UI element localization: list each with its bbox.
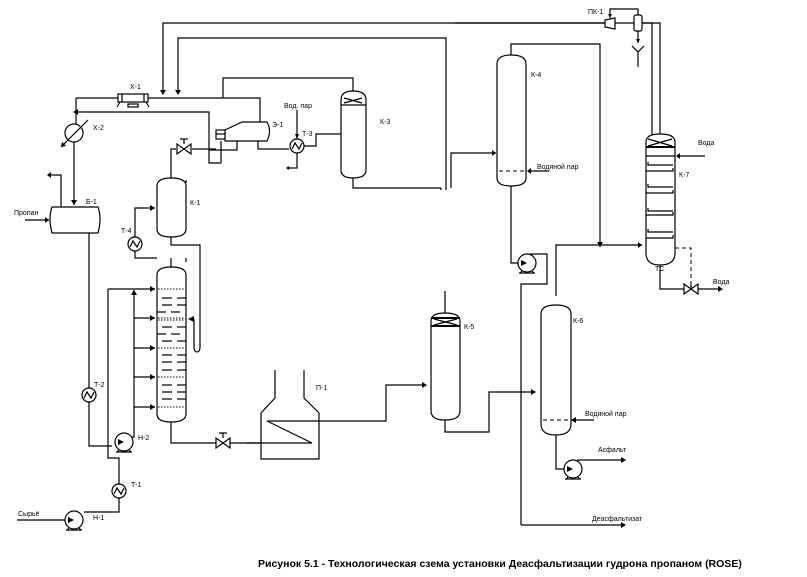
line-x1-to-e1 (222, 77, 354, 98)
column-k2 (156, 266, 187, 423)
column-k5 (430, 312, 461, 421)
ejector-pk1 (604, 17, 616, 30)
label-t2: Т-2 (94, 382, 105, 389)
label-x2: Х-2 (93, 125, 104, 132)
label-k3: К-3 (380, 119, 390, 126)
column-k1 (156, 177, 187, 238)
column-k6 (540, 304, 572, 436)
label-pk1: ПК-1 (588, 9, 603, 16)
line-top-return-inner (177, 37, 447, 190)
line-to-x2 (78, 111, 221, 164)
figure-caption: Рисунок 5.1 - Технологическая сзема уста… (258, 558, 742, 570)
separator-pk1 (633, 14, 643, 32)
condenser-x2 (64, 123, 84, 143)
label-k6: К-6 (573, 318, 583, 325)
label-t3: Т-3 (302, 131, 313, 138)
label-water-out: Вода (713, 279, 729, 286)
label-b1: Б-1 (86, 199, 97, 206)
valve-k1-top (176, 142, 192, 156)
label-propane: Пропан (14, 210, 39, 217)
label-steam-k6: Водяной пар (585, 410, 627, 418)
label-deasphaltizate: Деасфальтизат (592, 516, 643, 523)
arrow (175, 90, 181, 95)
label-steam-t3: Вод. пар (284, 103, 312, 110)
column-k3 (340, 90, 367, 179)
label-water-in: Вода (698, 140, 714, 147)
line-x1-header (75, 97, 261, 128)
label-e1: Э-1 (272, 122, 283, 129)
label-steam-k4: Водяной пар (537, 163, 579, 171)
label-asphalt: Асфальт (598, 447, 627, 454)
line-top-return-outer (162, 22, 653, 136)
label-feed: Сырьё (18, 511, 40, 518)
label-n2: Н-2 (138, 435, 149, 442)
column-k4 (496, 54, 527, 187)
label-k1: К-1 (190, 200, 200, 207)
arrow (160, 90, 166, 95)
cooler-x1 (117, 93, 149, 103)
valve-k2-bottom (215, 436, 231, 450)
label-x1: Х-1 (130, 84, 141, 91)
label-t1: Т-1 (131, 482, 142, 489)
vessel-b1 (49, 206, 101, 234)
label-n1: Н-1 (93, 515, 104, 522)
label-k4: К-4 (531, 72, 541, 79)
column-k2-trays (157, 288, 186, 408)
furnace-p1 (260, 370, 320, 460)
label-p1: П-1 (316, 385, 327, 392)
label-k5: К-5 (464, 324, 474, 331)
evaporator-e1 (224, 121, 271, 142)
label-k7: К-7 (679, 172, 689, 179)
column-k7 (645, 133, 676, 266)
label-t4: Т-4 (121, 228, 132, 235)
